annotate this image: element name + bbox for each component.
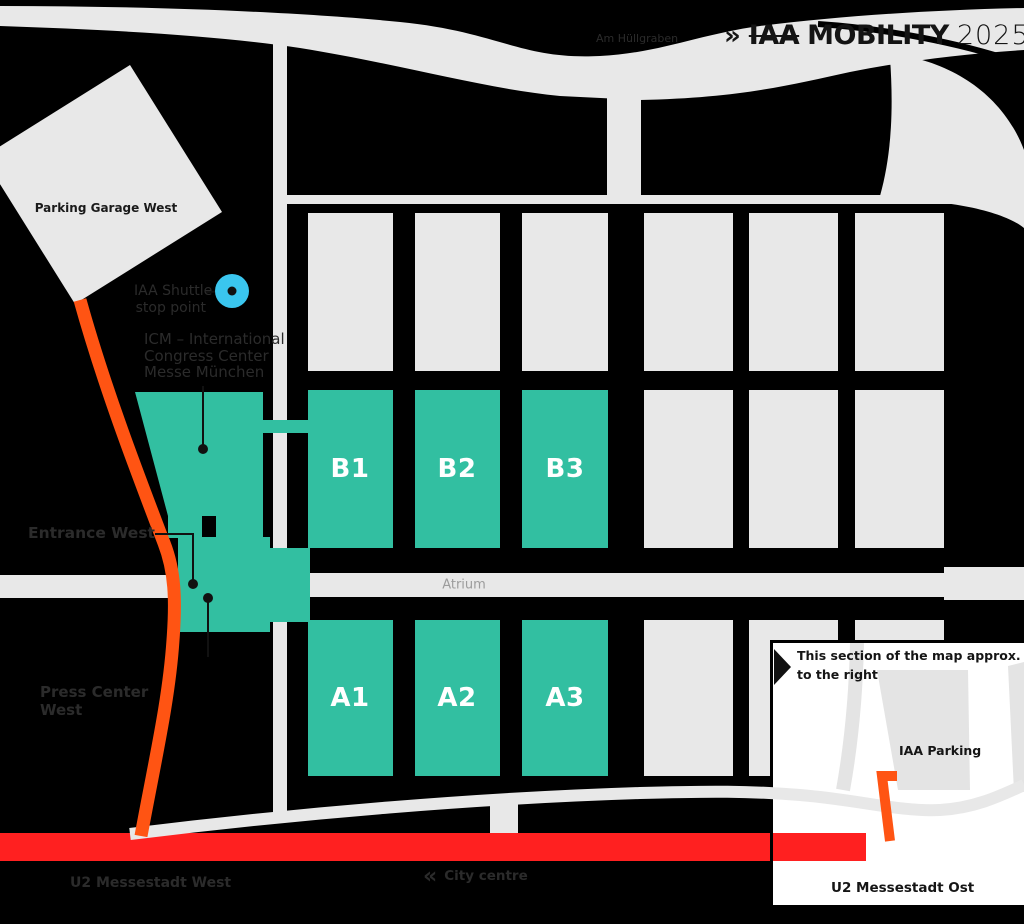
city-centre-label-text: City centre xyxy=(444,868,528,885)
press-center-label-line1: Press Center xyxy=(40,683,149,701)
press-center-label-line2: West xyxy=(40,701,83,719)
hall-b3-label: B3 xyxy=(545,454,585,484)
inset-note-line1: This section of the map approx. 150 m xyxy=(797,648,1024,663)
hall-b3 xyxy=(522,390,608,548)
parking-garage-west-label: Parking Garage West xyxy=(34,201,178,216)
top-road-lane-divider xyxy=(817,21,1024,67)
city-centre-direction: « City centre xyxy=(423,864,528,890)
inset-border-left xyxy=(770,640,773,908)
north-service-road xyxy=(278,195,980,204)
icm-label-line2: Congress Center xyxy=(144,346,269,365)
north-stub-road xyxy=(607,96,641,200)
icm-building xyxy=(135,392,263,516)
hall-a2-label: A2 xyxy=(437,683,477,713)
walking-route-west xyxy=(73,298,181,838)
hall-a3 xyxy=(522,620,608,776)
u2-messestadt-ost-label: U2 Messestadt Ost xyxy=(831,880,975,896)
atrium-corridor-east xyxy=(944,567,1024,600)
icm-pointer-dot xyxy=(198,444,208,454)
shuttle-stop-label-line2: stop point xyxy=(135,300,206,316)
atrium-label: Atrium xyxy=(442,577,486,593)
hall-a3-label: A3 xyxy=(545,683,585,713)
hall-gray xyxy=(522,213,608,371)
hall-a1-label: A1 xyxy=(330,683,370,713)
u2-messestadt-west-label: U2 Messestadt West xyxy=(70,875,232,891)
south-road xyxy=(129,779,1024,840)
hall-gray xyxy=(644,390,733,548)
hall-gray xyxy=(855,390,944,548)
hall-b1-label: B1 xyxy=(330,454,370,484)
inset-north-road xyxy=(836,642,864,792)
entrance-pointer-line xyxy=(155,533,194,584)
entrance-pointer-dot xyxy=(188,579,198,589)
hall-gray xyxy=(855,213,944,371)
press-center-pointer-dot xyxy=(203,593,213,603)
inset-note-line2: to the right xyxy=(797,667,878,682)
hall-gray xyxy=(749,390,838,548)
top-road xyxy=(0,6,1024,100)
icm-b1-connector xyxy=(263,420,308,433)
hall-b2 xyxy=(415,390,500,548)
icm-link-left xyxy=(168,516,202,538)
inset-note: This section of the map approx. 150 m to… xyxy=(797,646,1024,684)
entrance-bridge xyxy=(268,548,310,622)
hall-b2-label: B2 xyxy=(437,454,477,484)
icm-label-line3: Messe München xyxy=(144,363,265,381)
hall-b1 xyxy=(308,390,393,548)
west-road-upper xyxy=(273,40,287,575)
hall-gray xyxy=(415,213,500,371)
left-chevron-icon: « xyxy=(423,864,438,889)
press-center-west-label: Press Center West xyxy=(40,683,148,719)
west-road-lower xyxy=(273,597,287,812)
atrium-corridor xyxy=(310,573,944,597)
logo-brand: IAA xyxy=(748,20,800,51)
icm-label: ICM – International Congress Center Mess… xyxy=(144,331,285,381)
logo-wordmark: MOBILITY xyxy=(807,20,949,51)
inset-left-arrow-icon xyxy=(774,649,791,685)
icm-label-line1: ICM – International xyxy=(144,330,285,348)
hall-gray xyxy=(644,213,733,371)
iaa-parking-building xyxy=(877,670,970,790)
walking-route-east-inset xyxy=(876,771,897,842)
iaa-parking-label: IAA Parking xyxy=(899,743,982,758)
inset-border-bottom xyxy=(770,905,1024,908)
right-road xyxy=(880,55,1024,228)
shuttle-stop-label: IAA Shuttle stop point xyxy=(134,283,213,317)
hall-gray xyxy=(644,620,733,776)
inset-border-top xyxy=(770,640,1024,643)
hall-gray xyxy=(308,213,393,371)
atrium-corridor-west xyxy=(0,575,178,598)
u2-line xyxy=(0,833,866,861)
street-top-label: Am Hüllgraben xyxy=(596,32,679,45)
shuttle-stop-dot xyxy=(227,286,237,296)
hall-gray xyxy=(749,213,838,371)
logo-year: 2025 xyxy=(956,20,1024,51)
inset-east-building xyxy=(1008,662,1024,792)
parking-garage-west-building xyxy=(0,65,222,304)
hall-a2 xyxy=(415,620,500,776)
icm-link-right xyxy=(216,516,263,538)
shuttle-stop-label-line1: IAA Shuttle xyxy=(134,283,213,299)
logo-chevron-icon: » xyxy=(724,21,741,51)
iaa-mobility-logo: » IAA MOBILITY 2025 xyxy=(724,20,1024,52)
entrance-west-label: Entrance West xyxy=(28,524,155,542)
hall-a1 xyxy=(308,620,393,776)
